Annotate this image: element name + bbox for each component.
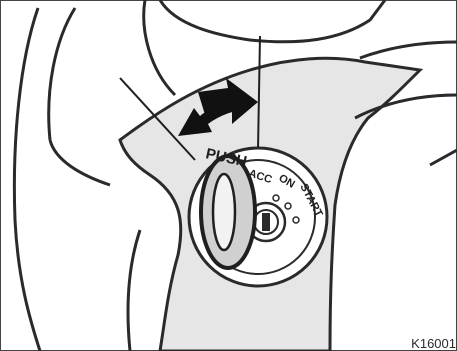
column-upper-outline <box>144 0 175 95</box>
key-grip-highlight <box>213 174 235 250</box>
panel-far-left-edge <box>14 8 40 351</box>
panel-lower-curve <box>50 140 110 185</box>
key-slot <box>262 213 270 231</box>
dash-right-line-1 <box>360 42 457 58</box>
dash-upper-outline <box>160 0 385 42</box>
figure-code: K16001 <box>411 337 456 350</box>
dash-right-line-3 <box>430 150 457 165</box>
panel-left-edge <box>49 8 75 140</box>
column-lower-line <box>128 230 140 351</box>
